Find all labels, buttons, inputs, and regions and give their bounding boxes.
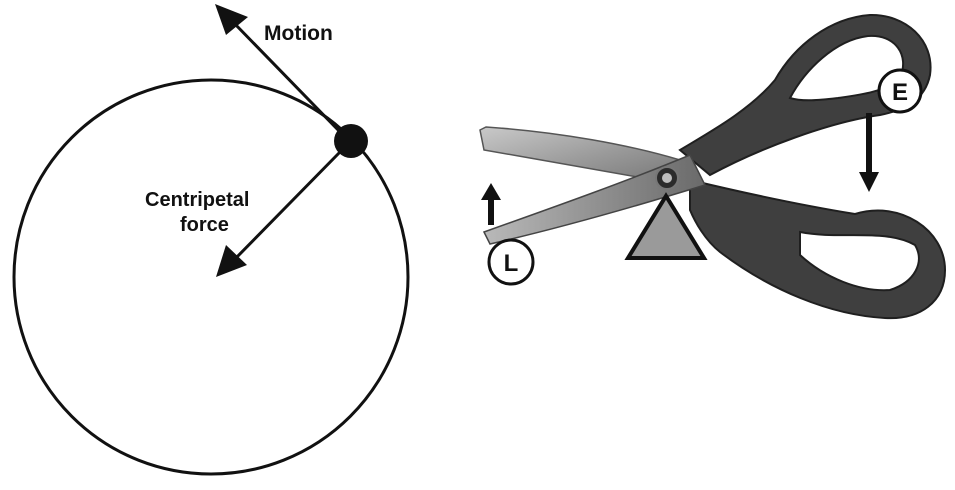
load-marker: L xyxy=(487,238,535,286)
load-label: L xyxy=(504,250,519,277)
pivot-screw-center xyxy=(662,173,672,183)
load-arrow xyxy=(481,183,501,225)
effort-arrow xyxy=(859,113,879,192)
scissors-lever-diagram: L E xyxy=(479,13,947,320)
centripetal-force-arrow xyxy=(216,150,342,277)
centripetal-label-line1: Centripetal xyxy=(145,189,249,211)
centripetal-label-line2: force xyxy=(180,214,229,236)
scissors-lower-handle xyxy=(689,178,947,320)
fulcrum-triangle xyxy=(624,192,708,260)
effort-label: E xyxy=(892,79,908,106)
circular-motion-diagram: Motion Centripetal force xyxy=(12,4,410,476)
orbiting-object xyxy=(334,124,368,158)
scissors-lower-blade xyxy=(482,154,707,245)
motion-label: Motion xyxy=(264,22,333,45)
motion-arrow xyxy=(215,4,345,137)
orbit-circle xyxy=(12,78,410,476)
effort-marker: E xyxy=(877,68,923,114)
